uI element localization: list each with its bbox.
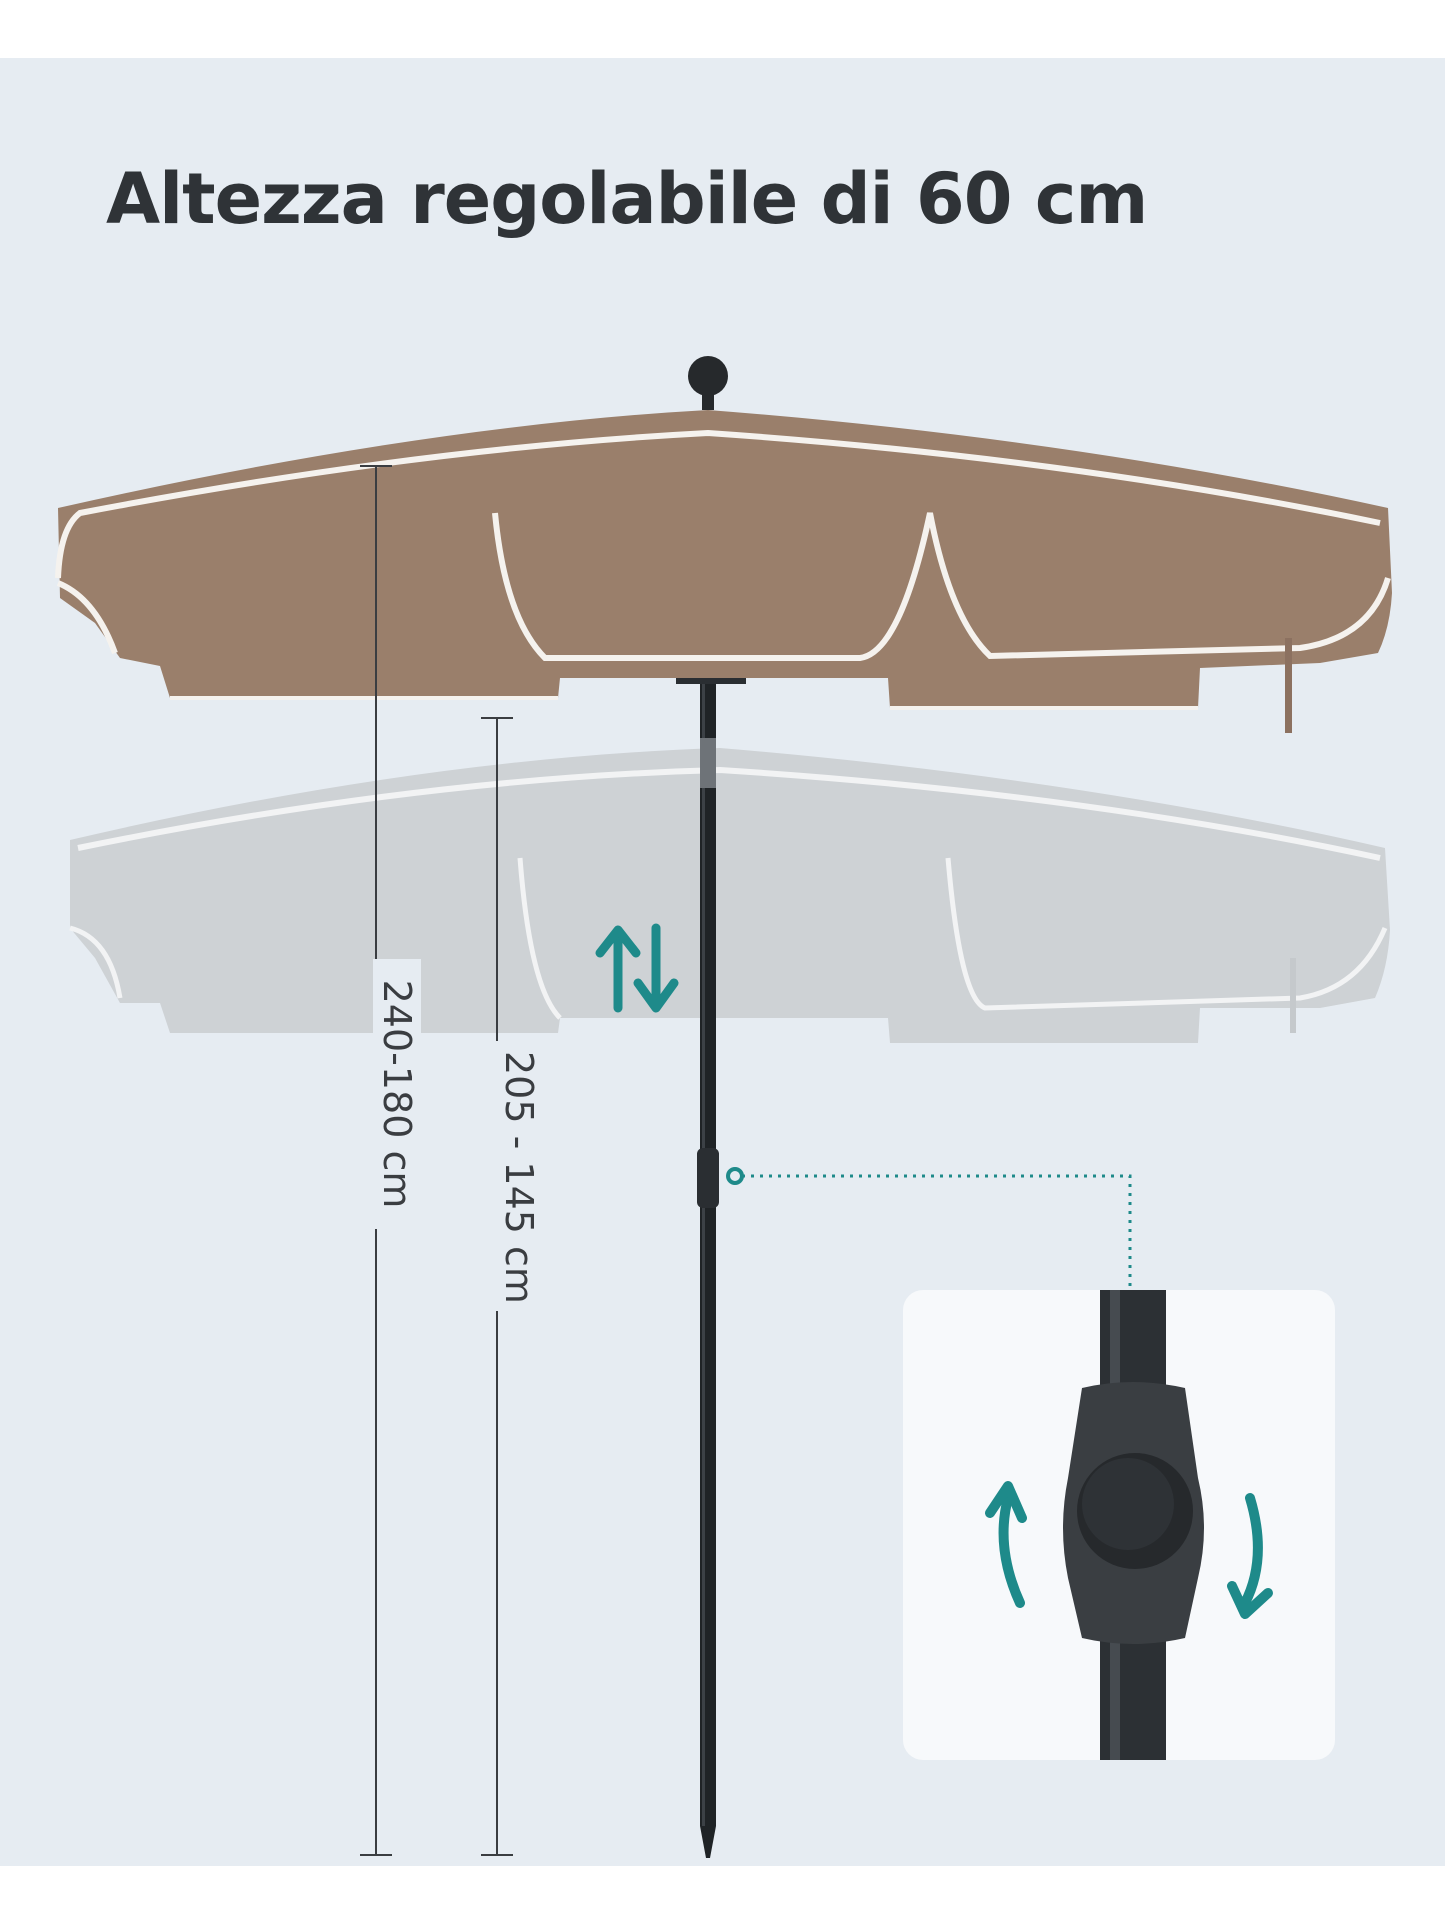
headline: Altezza regolabile di 60 cm	[106, 158, 1148, 240]
up-down-arrows-icon	[595, 923, 679, 1013]
rotate-arrows-icon	[985, 1481, 1273, 1619]
product-image-panel: Altezza regolabile di 60 cm 240-180 cm 2…	[0, 58, 1445, 1866]
raised-canopy	[55, 356, 1392, 788]
inner-height-label: 205 - 145 cm	[495, 1041, 543, 1311]
callout-line	[742, 1174, 1132, 1290]
tilt-detail-inset	[903, 1290, 1335, 1760]
lowered-canopy-ghost	[69, 748, 1390, 1043]
outer-height-label: 240-180 cm	[373, 959, 421, 1229]
umbrella-pole	[697, 606, 744, 1858]
umbrella-illustration	[55, 356, 1392, 1858]
